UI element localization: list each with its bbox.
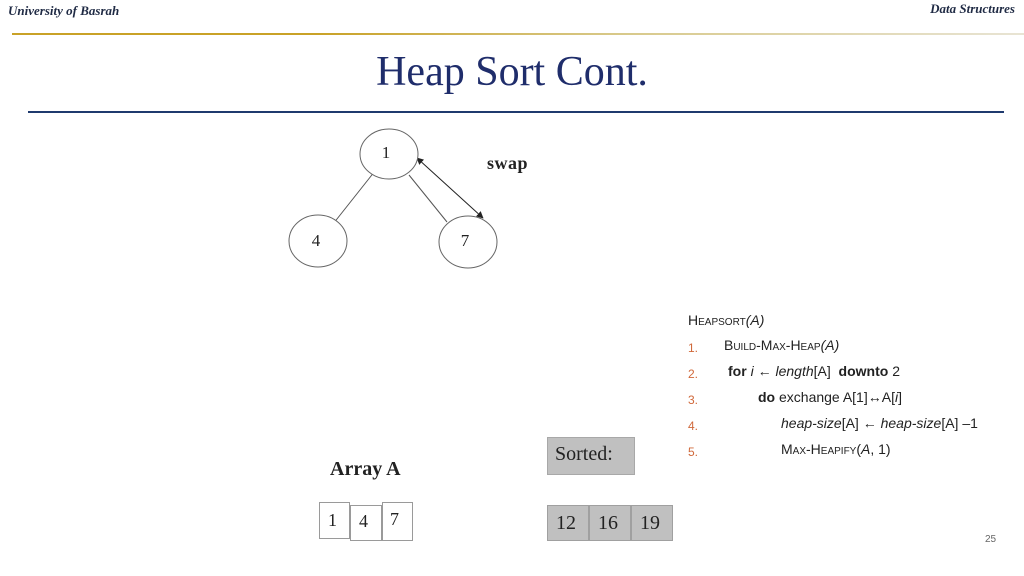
array-cell: 7 <box>382 502 413 541</box>
algo-title: Heapsort(A) <box>688 312 764 328</box>
algo-heap-size: heap-size <box>880 415 942 431</box>
tree-node-left <box>288 214 348 268</box>
header-course: Data Structures <box>930 1 1015 16</box>
algo-do-keyword: do <box>758 389 776 405</box>
swap-arrow <box>416 157 484 219</box>
algo-build-arg: (A) <box>820 337 840 353</box>
algo-line-number: 4. <box>688 419 699 433</box>
header-university: University of Basrah <box>8 3 120 18</box>
algo-title-name: Heapsort <box>688 312 746 328</box>
sorted-cell-value: 19 <box>640 512 660 534</box>
algo-downto-end: 2 <box>892 363 900 379</box>
tree-node-root-label: 1 <box>382 143 391 162</box>
tree-edge-left <box>332 170 376 225</box>
algo-arrow: ← <box>757 363 772 379</box>
tree-node-right <box>438 215 498 269</box>
algo-downto-keyword: downto <box>838 363 889 379</box>
algo-line-number: 1. <box>688 341 699 355</box>
sorted-cell: 12 <box>547 505 589 541</box>
algo-exchange: exchange A[1]↔A[ <box>779 389 895 405</box>
algo-heap-size-assign: [A] ← <box>841 415 881 431</box>
algo-exchange-close: ] <box>898 389 902 405</box>
algo-max-heapify: Max-Heapify <box>781 441 857 457</box>
slide-title: Heap Sort Cont. <box>376 49 648 95</box>
tree-node-root <box>359 128 419 180</box>
tree-node-right-label: 7 <box>461 231 470 250</box>
tree-node-left-label: 4 <box>312 231 321 250</box>
array-label: Array A <box>330 458 401 480</box>
sorted-label-box: Sorted: <box>547 437 635 475</box>
algo-line-2: for i ← length[A] downto 2 <box>728 363 900 379</box>
algo-heap-size-tail: [A] –1 <box>941 415 978 431</box>
algo-length-arg: [A] <box>813 363 831 379</box>
algo-line-1: Build-Max-Heap(A) <box>724 337 839 353</box>
array-cell-value: 1 <box>328 510 337 530</box>
tree-edge-right <box>408 174 448 223</box>
array-cell: 4 <box>350 505 382 541</box>
sorted-cell: 19 <box>631 505 673 541</box>
algo-build-max-heap: Build-Max-Heap <box>724 337 821 353</box>
algo-title-arg: (A) <box>745 312 765 328</box>
swap-label: swap <box>487 153 529 173</box>
sorted-cell: 16 <box>589 505 631 541</box>
algo-heapify-arg: A <box>861 441 871 457</box>
array-cell: 1 <box>319 502 350 539</box>
header-divider <box>12 33 1024 35</box>
algo-exchange-index: i <box>894 389 899 405</box>
array-cell-value: 4 <box>359 511 368 531</box>
algo-line-5: Max-Heapify(A, 1) <box>781 441 891 457</box>
algo-line-3: do exchange A[1]↔A[i] <box>758 389 902 405</box>
array-cell-value: 7 <box>390 509 399 529</box>
sorted-cell-value: 16 <box>598 512 618 534</box>
algo-heap-size: heap-size <box>781 415 842 431</box>
algo-heapify-open: ( <box>856 441 862 457</box>
algo-loop-var: i <box>750 363 754 379</box>
algo-line-number: 5. <box>688 445 699 459</box>
algo-line-4: heap-size[A] ← heap-size[A] –1 <box>781 415 978 431</box>
sorted-label: Sorted: <box>555 443 613 465</box>
page-number: 25 <box>985 534 997 545</box>
sorted-cell-value: 12 <box>556 512 576 534</box>
algo-for-keyword: for <box>728 363 747 379</box>
algo-length: length <box>775 363 814 379</box>
title-divider <box>28 111 1004 113</box>
algo-heapify-close: , 1) <box>870 441 891 457</box>
algo-line-number: 3. <box>688 393 699 407</box>
algo-line-number: 2. <box>688 367 699 381</box>
